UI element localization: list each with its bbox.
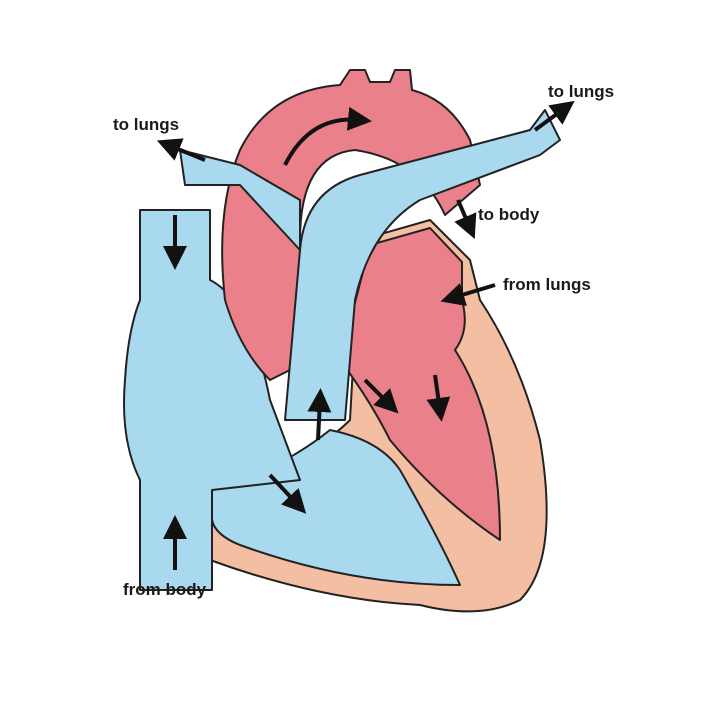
arrow-icon (454, 199, 477, 240)
pulmonary-artery-left-branch (179, 149, 301, 251)
arrow-icon (268, 473, 307, 514)
label-to-body: to body (478, 205, 540, 224)
label-from-lungs: from lungs (503, 275, 591, 294)
arrow-icon (283, 106, 372, 166)
arrow-icon (307, 388, 332, 441)
arrow-icon (440, 283, 496, 307)
label-to-lungs-right: to lungs (548, 82, 615, 101)
arrow-icon (156, 138, 206, 162)
label-from-body: from body (123, 580, 207, 599)
arrow-icon (426, 374, 451, 422)
pulmonary-artery (284, 109, 561, 421)
label-to-lungs-left: to lungs (113, 115, 180, 134)
arrow-icon (533, 100, 575, 132)
arrow-icon (363, 378, 399, 414)
